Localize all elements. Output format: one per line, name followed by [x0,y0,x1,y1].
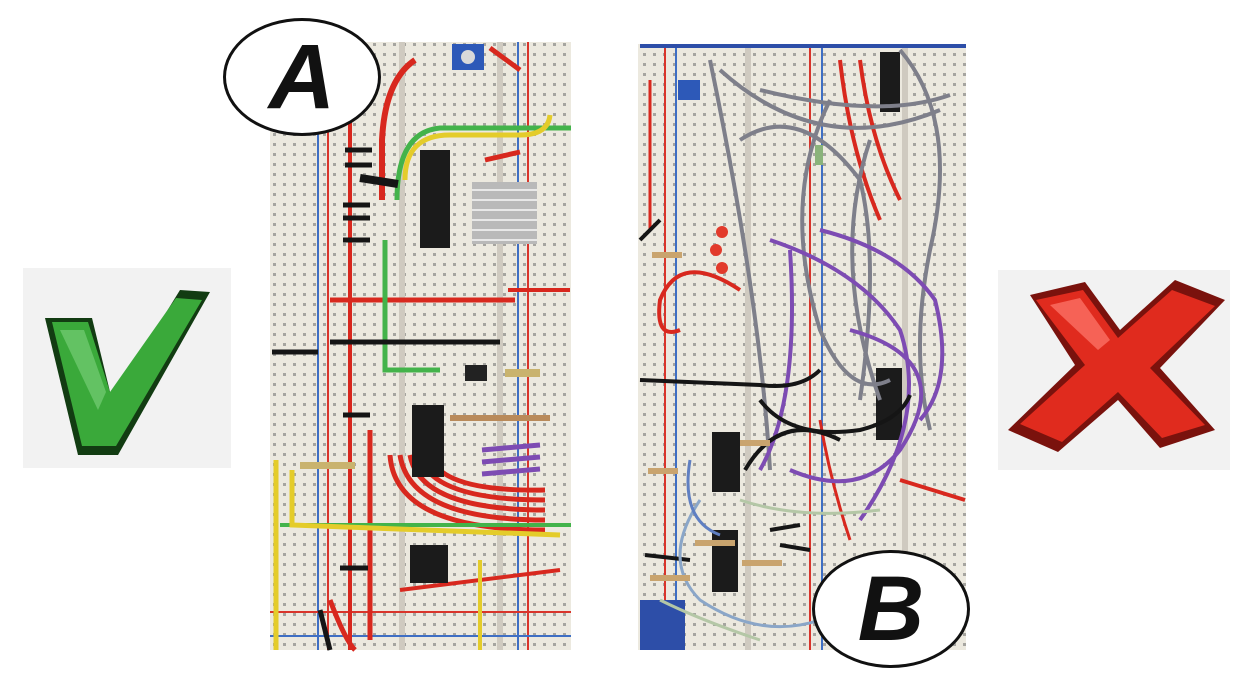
label-a: A [223,18,381,136]
green-checkmark-icon [23,268,231,468]
breadboard-a [270,42,571,652]
label-a-text: A [268,26,336,128]
breadboard-b [638,44,966,650]
red-x-icon [998,270,1230,470]
label-b: B [812,550,970,668]
label-b-text: B [857,558,925,660]
